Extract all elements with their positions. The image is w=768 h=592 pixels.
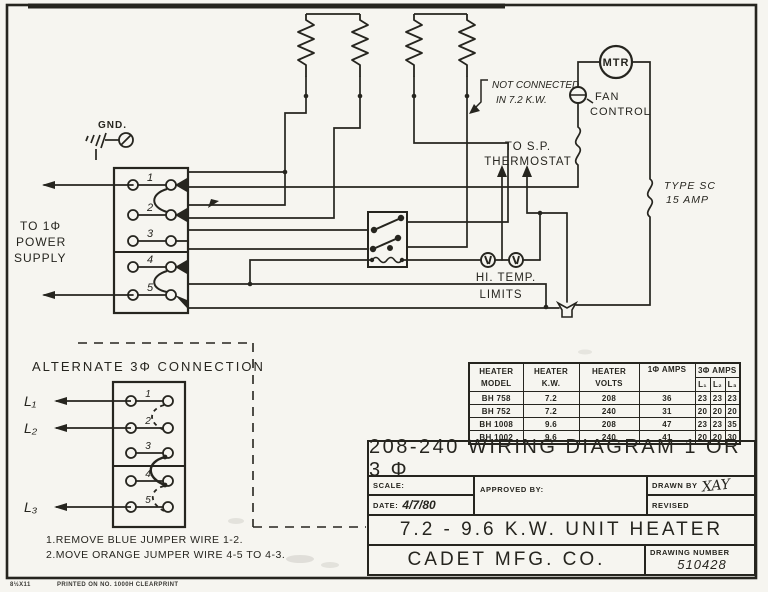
svg-text:3: 3 bbox=[145, 441, 151, 452]
drawn-by-signature: XAY bbox=[700, 476, 731, 495]
date-value: 4/7/80 bbox=[402, 498, 436, 512]
wiring-lines bbox=[43, 61, 654, 309]
l1-label: L₁ bbox=[24, 393, 37, 409]
print-stock-note: PRINTED ON NO. 1000H CLEARPRINT bbox=[57, 582, 179, 588]
svg-text:1: 1 bbox=[147, 172, 153, 184]
col-header-1ph-amps: 1Φ AMPS bbox=[638, 362, 696, 392]
svg-text:1: 1 bbox=[145, 389, 151, 400]
revised-label: REVISED bbox=[652, 500, 690, 510]
fan-control-label: FAN bbox=[595, 91, 619, 103]
arrow-left-top bbox=[42, 181, 55, 189]
ground-symbol bbox=[85, 132, 134, 160]
hi-temp-limits: HI. TEMP. LIMITS bbox=[476, 252, 536, 301]
sequencer-coil bbox=[371, 256, 403, 264]
svg-text:SUPPLY: SUPPLY bbox=[14, 251, 66, 265]
jumper-note-2: 2.MOVE ORANGE JUMPER WIRE 4-5 TO 4-3. bbox=[46, 549, 285, 561]
l2-label: L₂ bbox=[24, 420, 38, 436]
company-name: CADET MFG. CO. bbox=[369, 546, 646, 574]
drawn-by-label: DRAWN BY bbox=[652, 481, 698, 490]
l3-label: L₃ bbox=[24, 499, 38, 515]
scale-label: SCALE: bbox=[373, 481, 405, 490]
power-supply-label: TO 1Φ bbox=[20, 219, 61, 233]
svg-text:TYPE SC: TYPE SC bbox=[664, 180, 716, 192]
not-connected-note: NOT CONNECTED IN 7.2 K.W. bbox=[469, 79, 579, 114]
product-title: 7.2 - 9.6 K.W. UNIT HEATER bbox=[369, 516, 754, 546]
heating-elements bbox=[297, 13, 476, 77]
svg-text:2: 2 bbox=[146, 202, 153, 214]
wire-direction-arrow bbox=[208, 199, 219, 208]
main-terminal-block: 1 2 3 4 5 bbox=[112, 166, 190, 315]
date-label: DATE: bbox=[373, 500, 399, 510]
thermostat-callout: TO S.P. THERMOSTAT bbox=[484, 141, 572, 177]
hi-temp-label: HI. TEMP. bbox=[476, 272, 536, 284]
arrow-left-bottom bbox=[42, 291, 55, 299]
svg-text:CONTROL: CONTROL bbox=[590, 106, 651, 118]
scan-smudges bbox=[228, 349, 592, 568]
drawing-title: 208-240 WIRING DIAGRAM 1 OR 3 Φ bbox=[369, 436, 754, 481]
dashed-boundary bbox=[78, 342, 366, 528]
drawing-number-value: 510428 bbox=[677, 557, 727, 572]
svg-text:3: 3 bbox=[147, 228, 154, 240]
power-supply: TO 1Φ POWER SUPPLY bbox=[14, 181, 66, 299]
paper-size-note: 8½X11 bbox=[10, 582, 31, 588]
col-header-3ph-amps: 3Φ AMPS bbox=[694, 362, 741, 378]
svg-text:POWER: POWER bbox=[16, 235, 66, 249]
title-block: 208-240 WIRING DIAGRAM 1 OR 3 Φ SCALE: D… bbox=[367, 436, 756, 576]
sheet-border bbox=[5, 3, 758, 580]
alt-terminal-numbers: 1 2 3 4 5 bbox=[144, 389, 151, 506]
fan-control: FAN CONTROL bbox=[569, 86, 651, 118]
svg-text:LIMITS: LIMITS bbox=[479, 289, 522, 301]
svg-text:5: 5 bbox=[147, 282, 154, 294]
col-header-l2: L₂ bbox=[709, 377, 726, 392]
col-header-l1: L₁ bbox=[694, 377, 711, 392]
junction-dots bbox=[247, 93, 549, 310]
svg-text:4: 4 bbox=[147, 254, 153, 266]
col-header-l3: L₃ bbox=[724, 377, 741, 392]
thermostat-label: TO S.P. bbox=[505, 141, 551, 153]
sequencer bbox=[367, 211, 408, 268]
wire-connector-symbol bbox=[555, 300, 579, 318]
alternate-title: ALTERNATE 3Φ CONNECTION bbox=[32, 359, 265, 374]
alternate-connection-section: ALTERNATE 3Φ CONNECTION L₁ L₂ L₃ 1 2 3 bbox=[24, 342, 366, 561]
svg-text:NOT CONNECTED: NOT CONNECTED bbox=[492, 80, 579, 91]
approved-by-label: APPROVED BY: bbox=[480, 485, 544, 494]
motor-label: MTR bbox=[603, 57, 630, 69]
type-rating-label: TYPE SC 15 AMP bbox=[664, 180, 716, 206]
drawing-number-label: DRAWING NUMBER bbox=[650, 548, 730, 557]
svg-text:15 AMP: 15 AMP bbox=[666, 194, 709, 206]
svg-text:4: 4 bbox=[145, 469, 151, 480]
motor: MTR bbox=[598, 44, 634, 80]
jumper-note-1: 1.REMOVE BLUE JUMPER WIRE 1-2. bbox=[46, 534, 243, 546]
svg-text:IN 7.2 K.W.: IN 7.2 K.W. bbox=[496, 95, 547, 106]
svg-text:2: 2 bbox=[144, 416, 151, 427]
svg-text:5: 5 bbox=[145, 495, 151, 506]
gnd-label: GND. bbox=[98, 120, 127, 131]
spade-connectors bbox=[175, 178, 187, 308]
main-terminal-numbers: 1 2 3 4 5 bbox=[146, 172, 154, 294]
line-labels: L₁ L₂ L₃ bbox=[24, 393, 38, 515]
svg-text:THERMOSTAT: THERMOSTAT bbox=[484, 156, 572, 168]
